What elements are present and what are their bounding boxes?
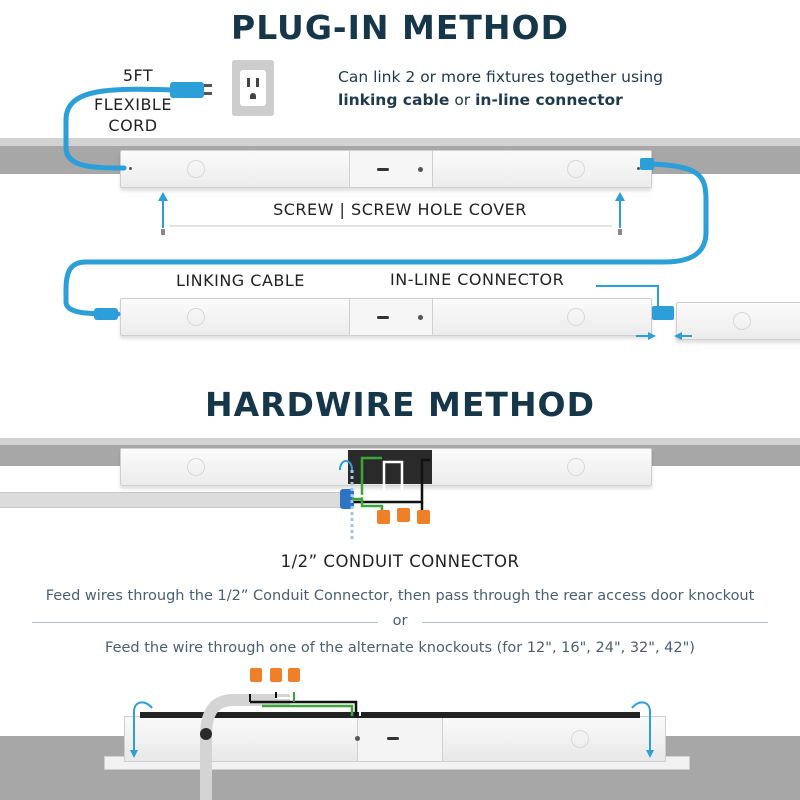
inline-connector-text: in-line connector	[475, 91, 623, 109]
screw-icon	[355, 736, 360, 741]
arrow-head	[674, 332, 682, 340]
screw-label: SCREW | SCREW HOLE COVER	[273, 200, 527, 219]
inline-connector-callout	[596, 285, 659, 306]
knockout	[571, 730, 589, 748]
ceiling-edge	[0, 138, 800, 146]
ground-wire	[360, 500, 384, 512]
wire-nut-icon	[250, 668, 300, 682]
knockout-slot	[387, 737, 399, 740]
cord-label-line1: 5FT	[122, 66, 154, 85]
divider-right	[422, 622, 768, 623]
ceiling-edge	[0, 438, 800, 445]
hardwire-note-1: Feed wires through the 1/2” Conduit Conn…	[45, 588, 755, 604]
linking-cable-text: linking cable	[338, 91, 450, 109]
hardwire-note-2: Feed the wire through one of the alterna…	[105, 640, 695, 656]
access-door	[357, 717, 443, 761]
or-divider-label: or	[392, 613, 408, 629]
or-text: or	[449, 91, 476, 109]
neutral-wire	[352, 460, 404, 504]
access-door	[349, 151, 433, 187]
knockout	[187, 458, 205, 476]
inline-connector-label: IN-LINE CONNECTOR	[390, 270, 565, 289]
rivet	[637, 167, 640, 170]
knockout-arrow	[339, 460, 353, 471]
fixture-bottom-top-edge	[140, 712, 640, 718]
fixture-2	[120, 298, 652, 336]
ground-wire	[262, 704, 354, 716]
linking-cable	[63, 161, 709, 317]
cord-label-line3: CORD	[108, 116, 158, 135]
conduit-pipe-bottom	[200, 694, 290, 800]
plugin-description-line2: linking cable or in-line connector	[338, 91, 623, 109]
cable-end	[94, 308, 118, 320]
plugin-title: PLUG-IN METHOD	[231, 8, 569, 47]
corner-arrow-right	[631, 701, 651, 752]
hardwire-title: HARDWIRE METHOD	[204, 385, 596, 424]
inline-connector-icon	[652, 306, 674, 320]
fixture-1	[120, 150, 652, 188]
flexible-cord	[63, 86, 175, 171]
screw-icon	[418, 315, 423, 320]
hot-wire	[250, 700, 358, 716]
knockout	[567, 160, 585, 178]
arrow-head	[646, 750, 654, 758]
divider-left	[32, 622, 378, 623]
wire-nut-icon	[377, 508, 430, 524]
arrow-head	[648, 332, 656, 340]
knockout	[567, 308, 585, 326]
knockout	[733, 312, 751, 330]
conduit-pipe	[0, 492, 344, 508]
neutral-wire	[276, 697, 361, 716]
cord-label-line2: FLEXIBLE	[94, 95, 172, 114]
knockout-slot	[377, 168, 389, 171]
screw-arrow-right	[615, 192, 625, 235]
ground-wire	[352, 456, 382, 501]
linking-cable-label: LINKING CABLE	[176, 271, 305, 290]
alternate-knockout	[200, 728, 212, 740]
hot-wire	[352, 458, 430, 504]
arrow-head	[130, 750, 138, 758]
corner-arrow-left	[133, 701, 153, 752]
conduit-label: 1/2” CONDUIT CONNECTOR	[280, 552, 520, 571]
rivet	[129, 167, 132, 170]
knockout	[567, 458, 585, 476]
screw-arrow-left	[158, 192, 168, 235]
fixture-3	[676, 302, 800, 340]
screw-icon	[418, 167, 423, 172]
knockout-slot	[377, 316, 389, 319]
knockout	[187, 160, 205, 178]
cable-end	[640, 158, 654, 170]
knockout	[187, 308, 205, 326]
plug-icon	[170, 82, 212, 98]
wall-outlet-icon	[232, 60, 274, 116]
plugin-description-line1: Can link 2 or more fixtures together usi…	[338, 68, 664, 86]
